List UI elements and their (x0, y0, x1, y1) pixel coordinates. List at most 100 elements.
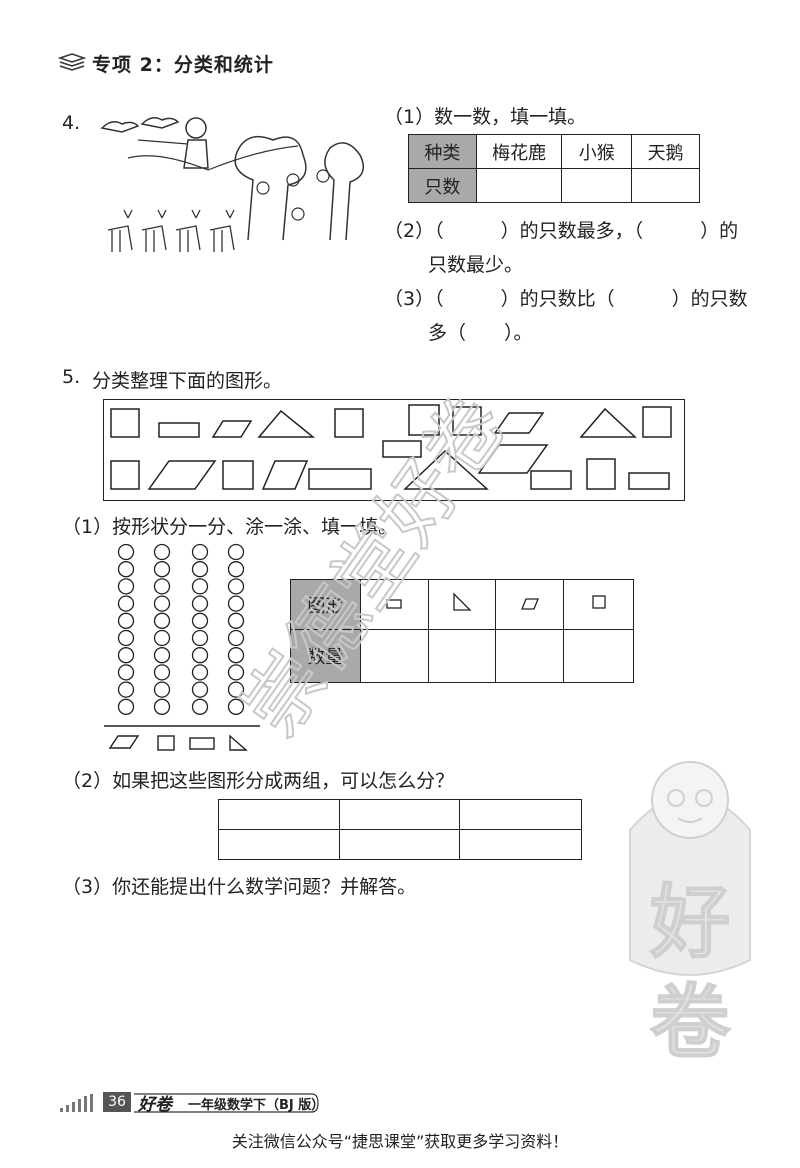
count-circle[interactable] (191, 612, 209, 629)
count-circle[interactable] (191, 647, 209, 664)
q4-table-row-count: 只数 (408, 168, 477, 203)
q4-table-header-monkey: 小猴 (561, 134, 633, 169)
count-circle[interactable] (117, 543, 135, 561)
count-circle[interactable] (227, 681, 245, 698)
count-circle[interactable] (227, 647, 245, 664)
count-circle[interactable] (191, 681, 209, 698)
grouping-cell[interactable] (218, 829, 340, 860)
count-circle[interactable] (153, 698, 171, 715)
grouping-cell[interactable] (218, 799, 340, 830)
circle-columns-chart (104, 543, 260, 751)
triangle-icon (229, 734, 248, 751)
q5-part3: （3）你还能提出什么数学问题？并解答。 (62, 876, 417, 898)
count-circle[interactable] (191, 543, 209, 561)
footer-logo: 好卷 (138, 1095, 172, 1115)
count-circle[interactable] (227, 664, 245, 681)
triangle-icon (453, 592, 472, 611)
count-circle[interactable] (153, 595, 171, 612)
q4-answer-cell-deer[interactable] (475, 168, 563, 203)
count-circle[interactable] (153, 612, 171, 629)
triangle-shape (257, 409, 316, 438)
count-circle[interactable] (117, 612, 135, 629)
square-shape (452, 406, 482, 436)
count-circle[interactable] (153, 578, 171, 595)
count-circle[interactable] (191, 578, 209, 595)
q5-table-triangle-icon-cell (427, 578, 497, 631)
square-shape (586, 458, 616, 490)
count-circle[interactable] (117, 595, 135, 612)
q5-answer-cell-triangle[interactable] (427, 629, 497, 683)
count-circle[interactable] (227, 629, 245, 647)
q4-table-header-swan: 天鹅 (631, 134, 700, 169)
count-circle[interactable] (117, 698, 135, 715)
count-circle[interactable] (227, 612, 245, 629)
count-circle[interactable] (153, 561, 171, 578)
count-circle[interactable] (117, 578, 135, 595)
grouping-cell[interactable] (459, 799, 582, 830)
square-shape (334, 408, 364, 438)
watermark-text: 崇德堂好卷 (226, 381, 523, 752)
count-circle[interactable] (117, 681, 135, 698)
count-circle[interactable] (227, 543, 245, 561)
q4-answer-cell-monkey[interactable] (561, 168, 633, 203)
parallelogram-shape (211, 420, 253, 438)
count-circle[interactable] (153, 647, 171, 664)
count-circle[interactable] (227, 698, 245, 715)
rectangle-shape (628, 472, 670, 490)
triangle-shape (579, 407, 637, 438)
parallelogram-shape (477, 444, 549, 474)
rectangle-shape (530, 470, 572, 490)
q5-table-square-icon-cell (563, 578, 634, 631)
shapes-collection (110, 404, 672, 490)
count-circle[interactable] (117, 664, 135, 681)
count-circle[interactable] (191, 595, 209, 612)
count-circle[interactable] (117, 561, 135, 578)
grouping-cell[interactable] (338, 799, 461, 830)
parallelogram-shape (147, 460, 217, 490)
mascot-text-2: 卷 (650, 976, 731, 1069)
triangle-shape (403, 449, 489, 490)
rectangle-icon (189, 737, 215, 750)
q4-part3-line2: 多（ ）。 (428, 322, 533, 344)
count-circle[interactable] (153, 664, 171, 681)
square-shape (222, 460, 254, 490)
square-shape (642, 406, 672, 438)
q4-answer-cell-swan[interactable] (631, 168, 700, 203)
rectangle-shape (308, 468, 372, 490)
q5-table-row-quantity: 数量 (290, 629, 361, 683)
book-stack-icon (58, 53, 86, 71)
count-circle[interactable] (191, 561, 209, 578)
mascot-text-1: 好 (649, 876, 730, 969)
count-circle[interactable] (191, 664, 209, 681)
rectangle-icon (386, 599, 402, 609)
grouping-cell[interactable] (338, 829, 461, 860)
grouping-cell[interactable] (459, 829, 582, 860)
count-circle[interactable] (191, 629, 209, 647)
q4-table-header-deer: 梅花鹿 (475, 134, 563, 169)
parallelogram-shape (493, 412, 545, 434)
rectangle-shape (382, 440, 422, 458)
square-icon (591, 595, 606, 609)
parallelogram-icon (108, 735, 140, 749)
q4-part2-line2: 只数最少。 (428, 254, 524, 276)
rectangle-shape (158, 422, 200, 438)
count-circle[interactable] (227, 561, 245, 578)
count-circle[interactable] (227, 578, 245, 595)
section-title: 专项 2：分类和统计 (92, 54, 274, 76)
square-icon (157, 735, 175, 751)
count-circle[interactable] (153, 543, 171, 561)
count-circle[interactable] (153, 681, 171, 698)
q5-answer-cell-rectangle[interactable] (359, 629, 429, 683)
count-circle[interactable] (117, 629, 135, 647)
count-circle[interactable] (191, 698, 209, 715)
count-circle[interactable] (153, 629, 171, 647)
q5-table-header-shape: 图形 (290, 578, 361, 631)
square-shape (110, 460, 140, 490)
q5-answer-cell-parallelogram[interactable] (495, 629, 565, 683)
count-circle[interactable] (117, 647, 135, 664)
square-shape (408, 404, 440, 436)
q5-answer-cell-square[interactable] (563, 629, 634, 683)
q5-part1: （1）按形状分一分、涂一涂、填一填。 (62, 516, 398, 538)
count-circle[interactable] (227, 595, 245, 612)
q4-part2-line1: （2）（ ）的只数最多，（ ）的 (384, 220, 739, 242)
